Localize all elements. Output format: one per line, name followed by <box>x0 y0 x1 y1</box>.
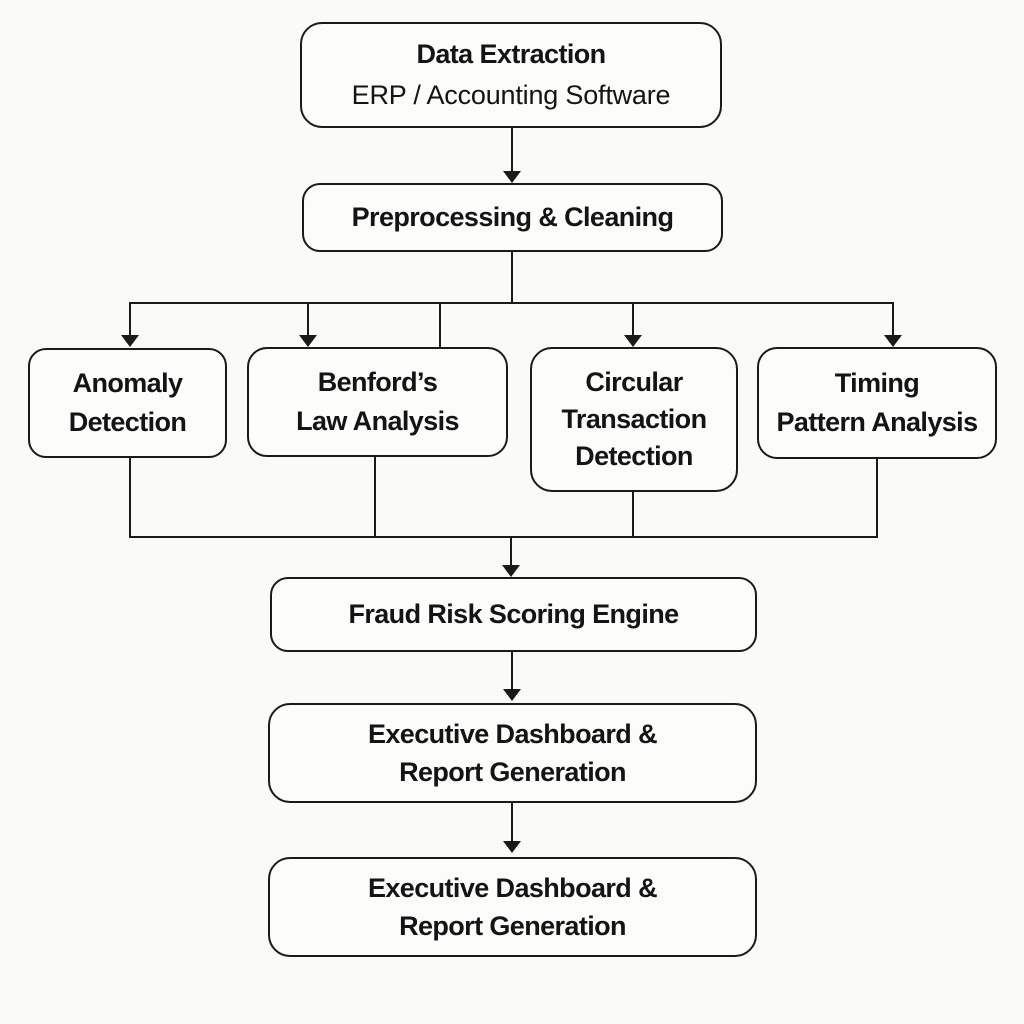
node-label: Anomaly Detection <box>68 368 187 437</box>
node-executive-dashboard-2: Executive Dashboard & Report Generation <box>268 857 757 957</box>
node-label: Executive Dashboard & Report Generation <box>367 719 658 787</box>
arrow-down-icon <box>299 335 317 347</box>
node-benfords-law: Benford’s Law Analysis <box>247 347 508 457</box>
fanin-rail-line <box>129 536 878 538</box>
node-label: Fraud Risk Scoring Engine <box>348 599 679 629</box>
node-label: Benford’s Law Analysis <box>296 367 459 436</box>
arrow-down-icon <box>624 335 642 347</box>
node-label: Timing Pattern Analysis <box>776 368 979 437</box>
node-label: Preprocessing & Cleaning <box>351 202 674 232</box>
node-subtitle: ERP / Accounting Software <box>351 80 671 110</box>
node-label: Circular Transaction Detection <box>561 367 708 471</box>
node-fraud-risk-engine: Fraud Risk Scoring Engine <box>270 577 757 652</box>
arrow-down-icon <box>503 689 521 701</box>
edge-to-anomaly-line <box>129 303 131 336</box>
fanout-rail-line <box>129 302 894 304</box>
arrow-down-icon <box>884 335 902 347</box>
edge-preprocessing-stem-line <box>511 252 513 303</box>
edge-circular-out-line <box>632 492 634 538</box>
node-title: Data Extraction <box>416 39 606 69</box>
edge-to-timing-line <box>892 303 894 336</box>
edge-data-to-preprocessing-line <box>511 128 513 172</box>
arrow-down-icon <box>503 171 521 183</box>
edge-fraud-to-dashboard-line <box>511 652 513 690</box>
edge-dashboard-to-dashboard-line <box>511 803 513 842</box>
arrow-down-icon <box>502 565 520 577</box>
node-anomaly-detection: Anomaly Detection <box>28 348 227 458</box>
arrow-down-icon <box>121 335 139 347</box>
node-timing-pattern: Timing Pattern Analysis <box>757 347 997 459</box>
node-label: Executive Dashboard & Report Generation <box>367 873 658 941</box>
edge-to-circular-line <box>632 303 634 336</box>
arrow-down-icon <box>503 841 521 853</box>
stray-connector-line <box>439 303 441 347</box>
edge-timing-out-line <box>876 459 878 538</box>
edge-anomaly-out-line <box>129 458 131 538</box>
node-circular-transaction: Circular Transaction Detection <box>530 347 738 492</box>
edge-to-fraud-line <box>510 537 512 566</box>
edge-to-benford-line <box>307 303 309 336</box>
node-executive-dashboard-1: Executive Dashboard & Report Generation <box>268 703 757 803</box>
node-preprocessing: Preprocessing & Cleaning <box>302 183 723 252</box>
node-data-extraction: Data Extraction ERP / Accounting Softwar… <box>300 22 722 128</box>
edge-benford-out-line <box>374 457 376 538</box>
